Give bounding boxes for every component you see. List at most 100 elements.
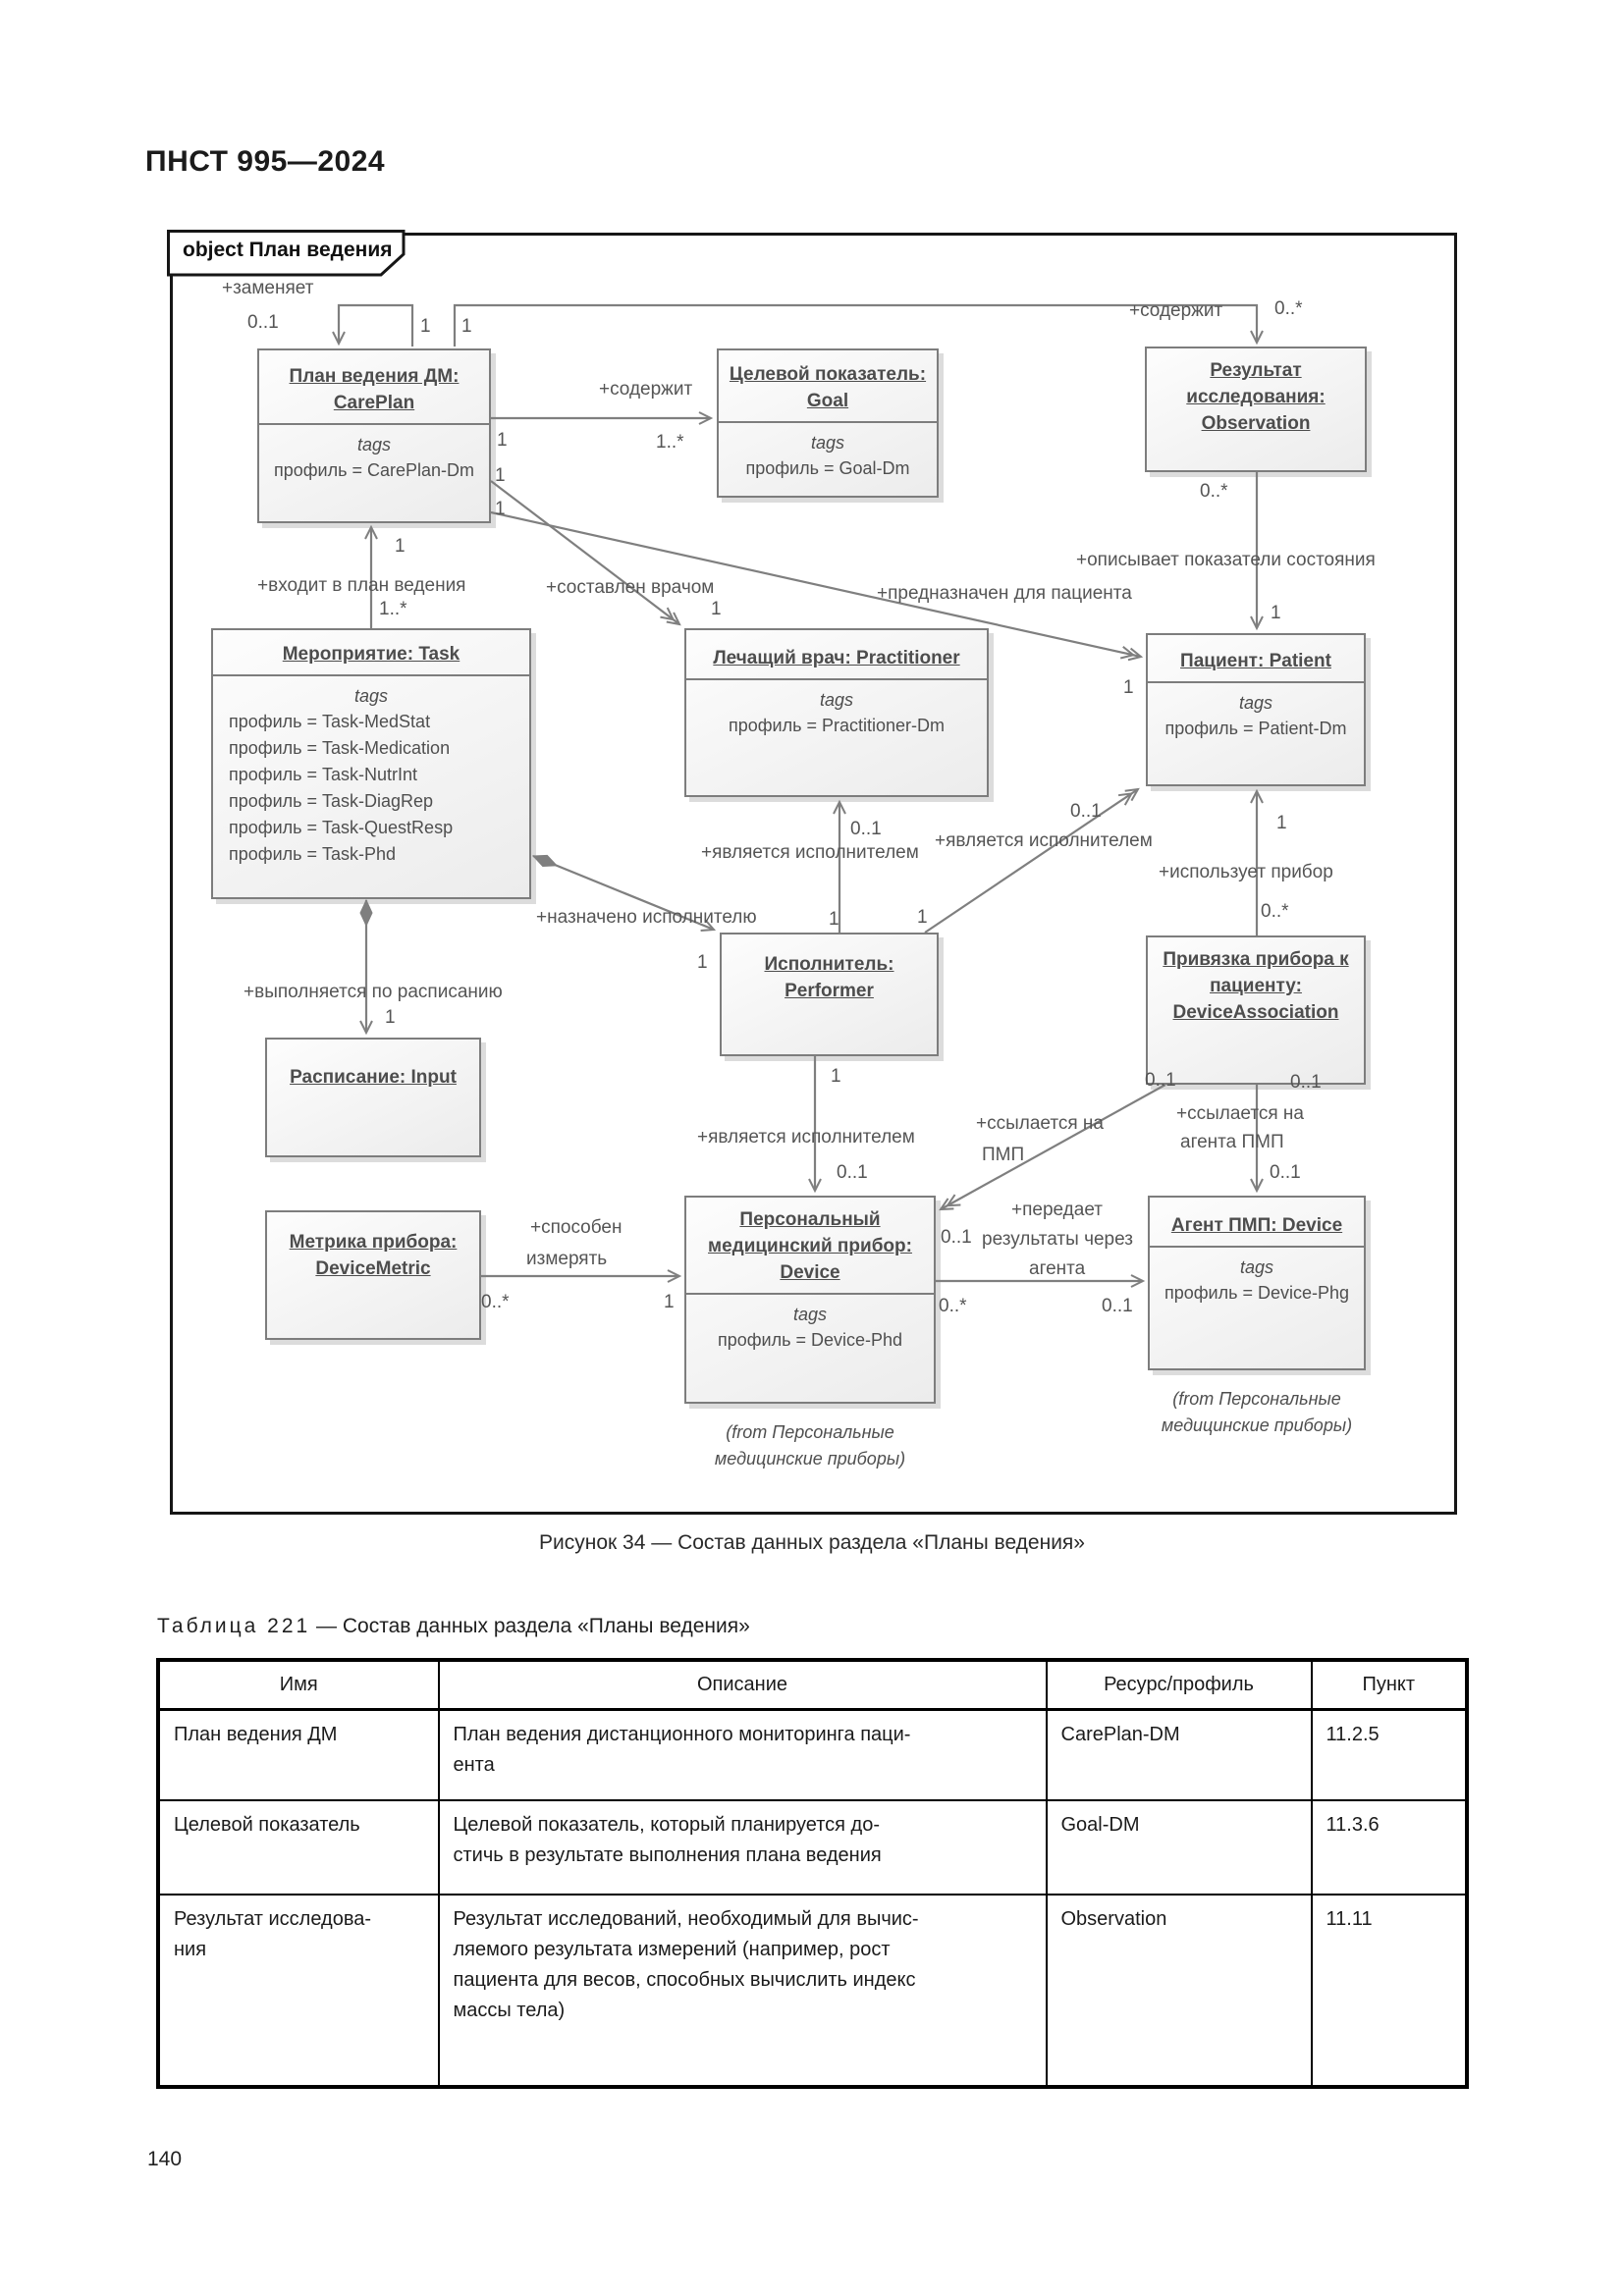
cell-resource: CarePlan-DM — [1045, 1708, 1313, 1801]
observation-title-ru1: Результат — [1210, 360, 1302, 381]
table-title: Таблица 221 — Состав данных раздела «Пла… — [157, 1615, 750, 1638]
edge-label-by-schedule: +выполняется по расписанию — [244, 982, 503, 1002]
goal-title-en: Goal — [806, 390, 849, 411]
deviceassoc-title-ru1: Привязка прибора к — [1163, 949, 1349, 970]
edge-label-transmits-1: +передает — [1011, 1200, 1103, 1220]
mult: 0..1 — [1290, 1072, 1322, 1093]
mult: 0..* — [939, 1296, 967, 1316]
mult: 1..* — [379, 599, 407, 619]
mult: 1 — [1123, 677, 1134, 698]
edge-label-is-performer-practitioner: +является исполнителем — [701, 842, 919, 863]
edge-label-refs-device-2: ПМП — [982, 1145, 1025, 1165]
object-device: Персональный медицинский прибор: Device … — [684, 1196, 936, 1404]
cell-resource: Goal-DM — [1045, 1798, 1313, 1896]
deviceassoc-title-en: DeviceAssociation — [1172, 1001, 1339, 1023]
task-profile: профиль = Task-MedStat — [229, 712, 431, 732]
cell-name: Целевой показатель — [157, 1798, 440, 1896]
tags-keyword: tags — [353, 685, 389, 706]
col-header-resource: Ресурс/профиль — [1045, 1659, 1313, 1711]
edge-label-in-plan: +входит в план ведения — [257, 575, 466, 596]
devicemetric-title-ru: Метрика прибора: — [289, 1232, 458, 1253]
page-number: 140 — [147, 2148, 183, 2170]
standard-number: ПНСТ 995—2024 — [145, 145, 386, 178]
cell-name: План ведения ДМ — [157, 1708, 440, 1801]
task-profile: профиль = Task-Medication — [229, 738, 451, 759]
edge-label-assigned-to: +назначено исполнителю — [536, 907, 757, 928]
task-profile: профиль = Task-QuestResp — [229, 818, 454, 838]
device-profile: профиль = Device-Phd — [717, 1330, 903, 1351]
figure-caption: Рисунок 34 — Состав данных раздела «План… — [539, 1531, 1085, 1554]
edge-label-for-patient: +предназначен для пациента — [877, 583, 1132, 604]
col-header-description: Описание — [437, 1659, 1048, 1711]
object-devicemetric: Метрика прибора: DeviceMetric — [265, 1210, 481, 1340]
object-practitioner: Лечащий врач: Practitioner tags профиль … — [684, 628, 989, 797]
task-profile: профиль = Task-NutrInt — [229, 765, 418, 785]
edge-label-replaces: +заменяет — [222, 278, 314, 298]
task-profile: профиль = Task-Phd — [229, 844, 397, 865]
mult: 1 — [497, 430, 508, 451]
cell-description: План ведения дистанционного мониторинга … — [437, 1708, 1048, 1801]
mult: 1 — [711, 599, 722, 619]
mult: 1 — [495, 499, 506, 519]
edge-label-contains-observation: +содержит — [1129, 300, 1223, 321]
tags-keyword: tags — [356, 434, 392, 454]
edge-label-refs-device: +ссылается на — [976, 1113, 1104, 1134]
devicemetric-title-en: DeviceMetric — [315, 1257, 431, 1279]
device-from-note: (from Персональные медицинские приборы) — [714, 1422, 906, 1468]
object-careplan: План ведения ДМ: CarePlan tags профиль =… — [257, 348, 491, 523]
observation-title-en: Observation — [1201, 412, 1311, 434]
mult: 1 — [664, 1292, 675, 1312]
mult: 0..* — [1261, 901, 1289, 922]
agent-title: Агент ПМП: Device — [1170, 1215, 1343, 1236]
object-goal: Целевой показатель: Goal tags профиль = … — [717, 348, 939, 498]
frame-tab: object План ведения — [167, 230, 406, 277]
careplan-title-ru: План ведения ДМ: — [289, 366, 460, 387]
tags-keyword: tags — [810, 432, 845, 453]
table-row: Результат исследова- ния Результат иссле… — [157, 1893, 1468, 2088]
patient-profile: профиль = Patient-Dm — [1164, 719, 1347, 739]
frame-tab-shape — [167, 230, 406, 277]
table-label: Таблица 221 — [157, 1615, 311, 1637]
schedule-title: Расписание: Input — [290, 1067, 457, 1088]
table-row: Целевой показатель Целевой показатель, к… — [157, 1798, 1468, 1896]
patient-title: Пациент: Patient — [1180, 651, 1331, 671]
mult: 0..1 — [1145, 1070, 1176, 1091]
mult: 1 — [917, 907, 928, 928]
object-performer: Исполнитель: Performer — [720, 933, 939, 1056]
edge-label-describes: +описывает показатели состояния — [1076, 550, 1376, 570]
cell-clause: 11.11 — [1310, 1893, 1468, 2088]
agent-profile: профиль = Device-Phg — [1164, 1283, 1350, 1304]
performer-title-ru: Исполнитель: — [764, 954, 894, 975]
edge-label-measures-2: измерять — [526, 1249, 608, 1269]
edge-label-is-performer-patient: +является исполнителем — [935, 830, 1153, 851]
edge-label-transmits-3: агента — [1029, 1258, 1086, 1279]
compartment-divider — [259, 422, 489, 425]
performer-title-en: Performer — [785, 980, 874, 1001]
mult: 1..* — [656, 432, 684, 453]
mult: 1 — [461, 316, 472, 337]
object-deviceassociation: Привязка прибора к пациенту: DeviceAssoc… — [1146, 935, 1366, 1085]
cell-clause: 11.2.5 — [1310, 1708, 1468, 1801]
practitioner-profile: профиль = Practitioner-Dm — [728, 716, 946, 736]
mult: 0..* — [1274, 298, 1303, 319]
object-patient: Пациент: Patient tags профиль = Patient-… — [1146, 633, 1366, 786]
careplan-profile: профиль = CarePlan-Dm — [273, 460, 475, 481]
edge-label-refs-agent-2: агента ПМП — [1180, 1132, 1284, 1152]
mult: 1 — [420, 316, 431, 337]
data-table: Имя Описание Ресурс/профиль Пункт План в… — [156, 1658, 1469, 2089]
uml-frame — [170, 233, 1457, 1515]
mult: 1 — [1276, 813, 1287, 833]
device-title-en: Device — [780, 1261, 840, 1283]
edge-label-measures-1: +способен — [530, 1217, 623, 1238]
device-title-ru2: медицинский прибор: — [708, 1235, 912, 1256]
edge-label-transmits-2: результаты через — [982, 1229, 1133, 1250]
tags-keyword: tags — [1238, 692, 1273, 713]
device-title-ru1: Персональный — [739, 1209, 881, 1230]
mult: 0..1 — [1270, 1162, 1301, 1183]
tags-keyword: tags — [1239, 1256, 1274, 1277]
deviceassoc-title-ru2: пациенту: — [1210, 975, 1302, 996]
mult: 1 — [495, 465, 506, 486]
compartment-divider — [686, 677, 987, 680]
table-row: План ведения ДМ План ведения дистанционн… — [157, 1708, 1468, 1801]
cell-resource: Observation — [1045, 1893, 1313, 2088]
